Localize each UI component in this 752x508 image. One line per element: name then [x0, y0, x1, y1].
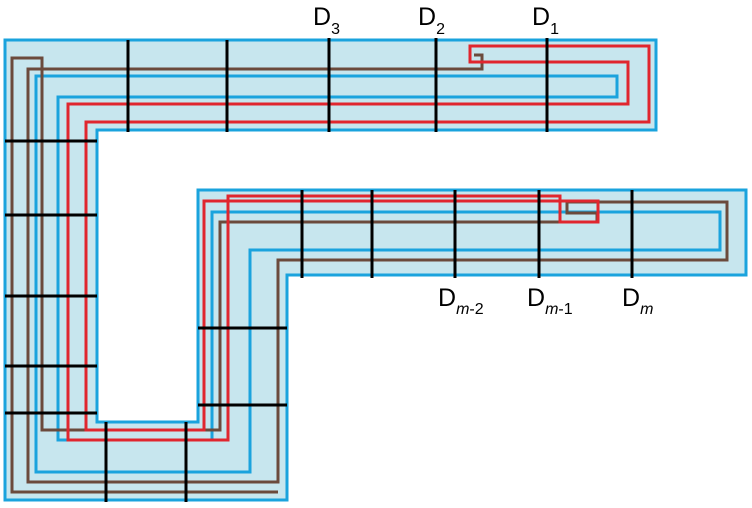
red-track — [66, 44, 651, 442]
bottom-dividers — [104, 422, 188, 502]
channel-band — [3, 38, 748, 502]
label-dm1: Dm-1 — [527, 284, 573, 318]
top-dividers — [126, 38, 549, 132]
blue-track — [34, 74, 722, 474]
label-dm: Dm — [622, 284, 653, 318]
label-d1: D1 — [532, 3, 559, 38]
mid-dividers — [198, 326, 287, 407]
label-d2: D2 — [418, 3, 445, 38]
brown-track — [10, 53, 729, 494]
left-dividers — [5, 139, 97, 415]
label-d3: D3 — [313, 3, 340, 38]
lower-dividers — [300, 190, 634, 278]
label-dm2: Dm-2 — [438, 284, 484, 318]
